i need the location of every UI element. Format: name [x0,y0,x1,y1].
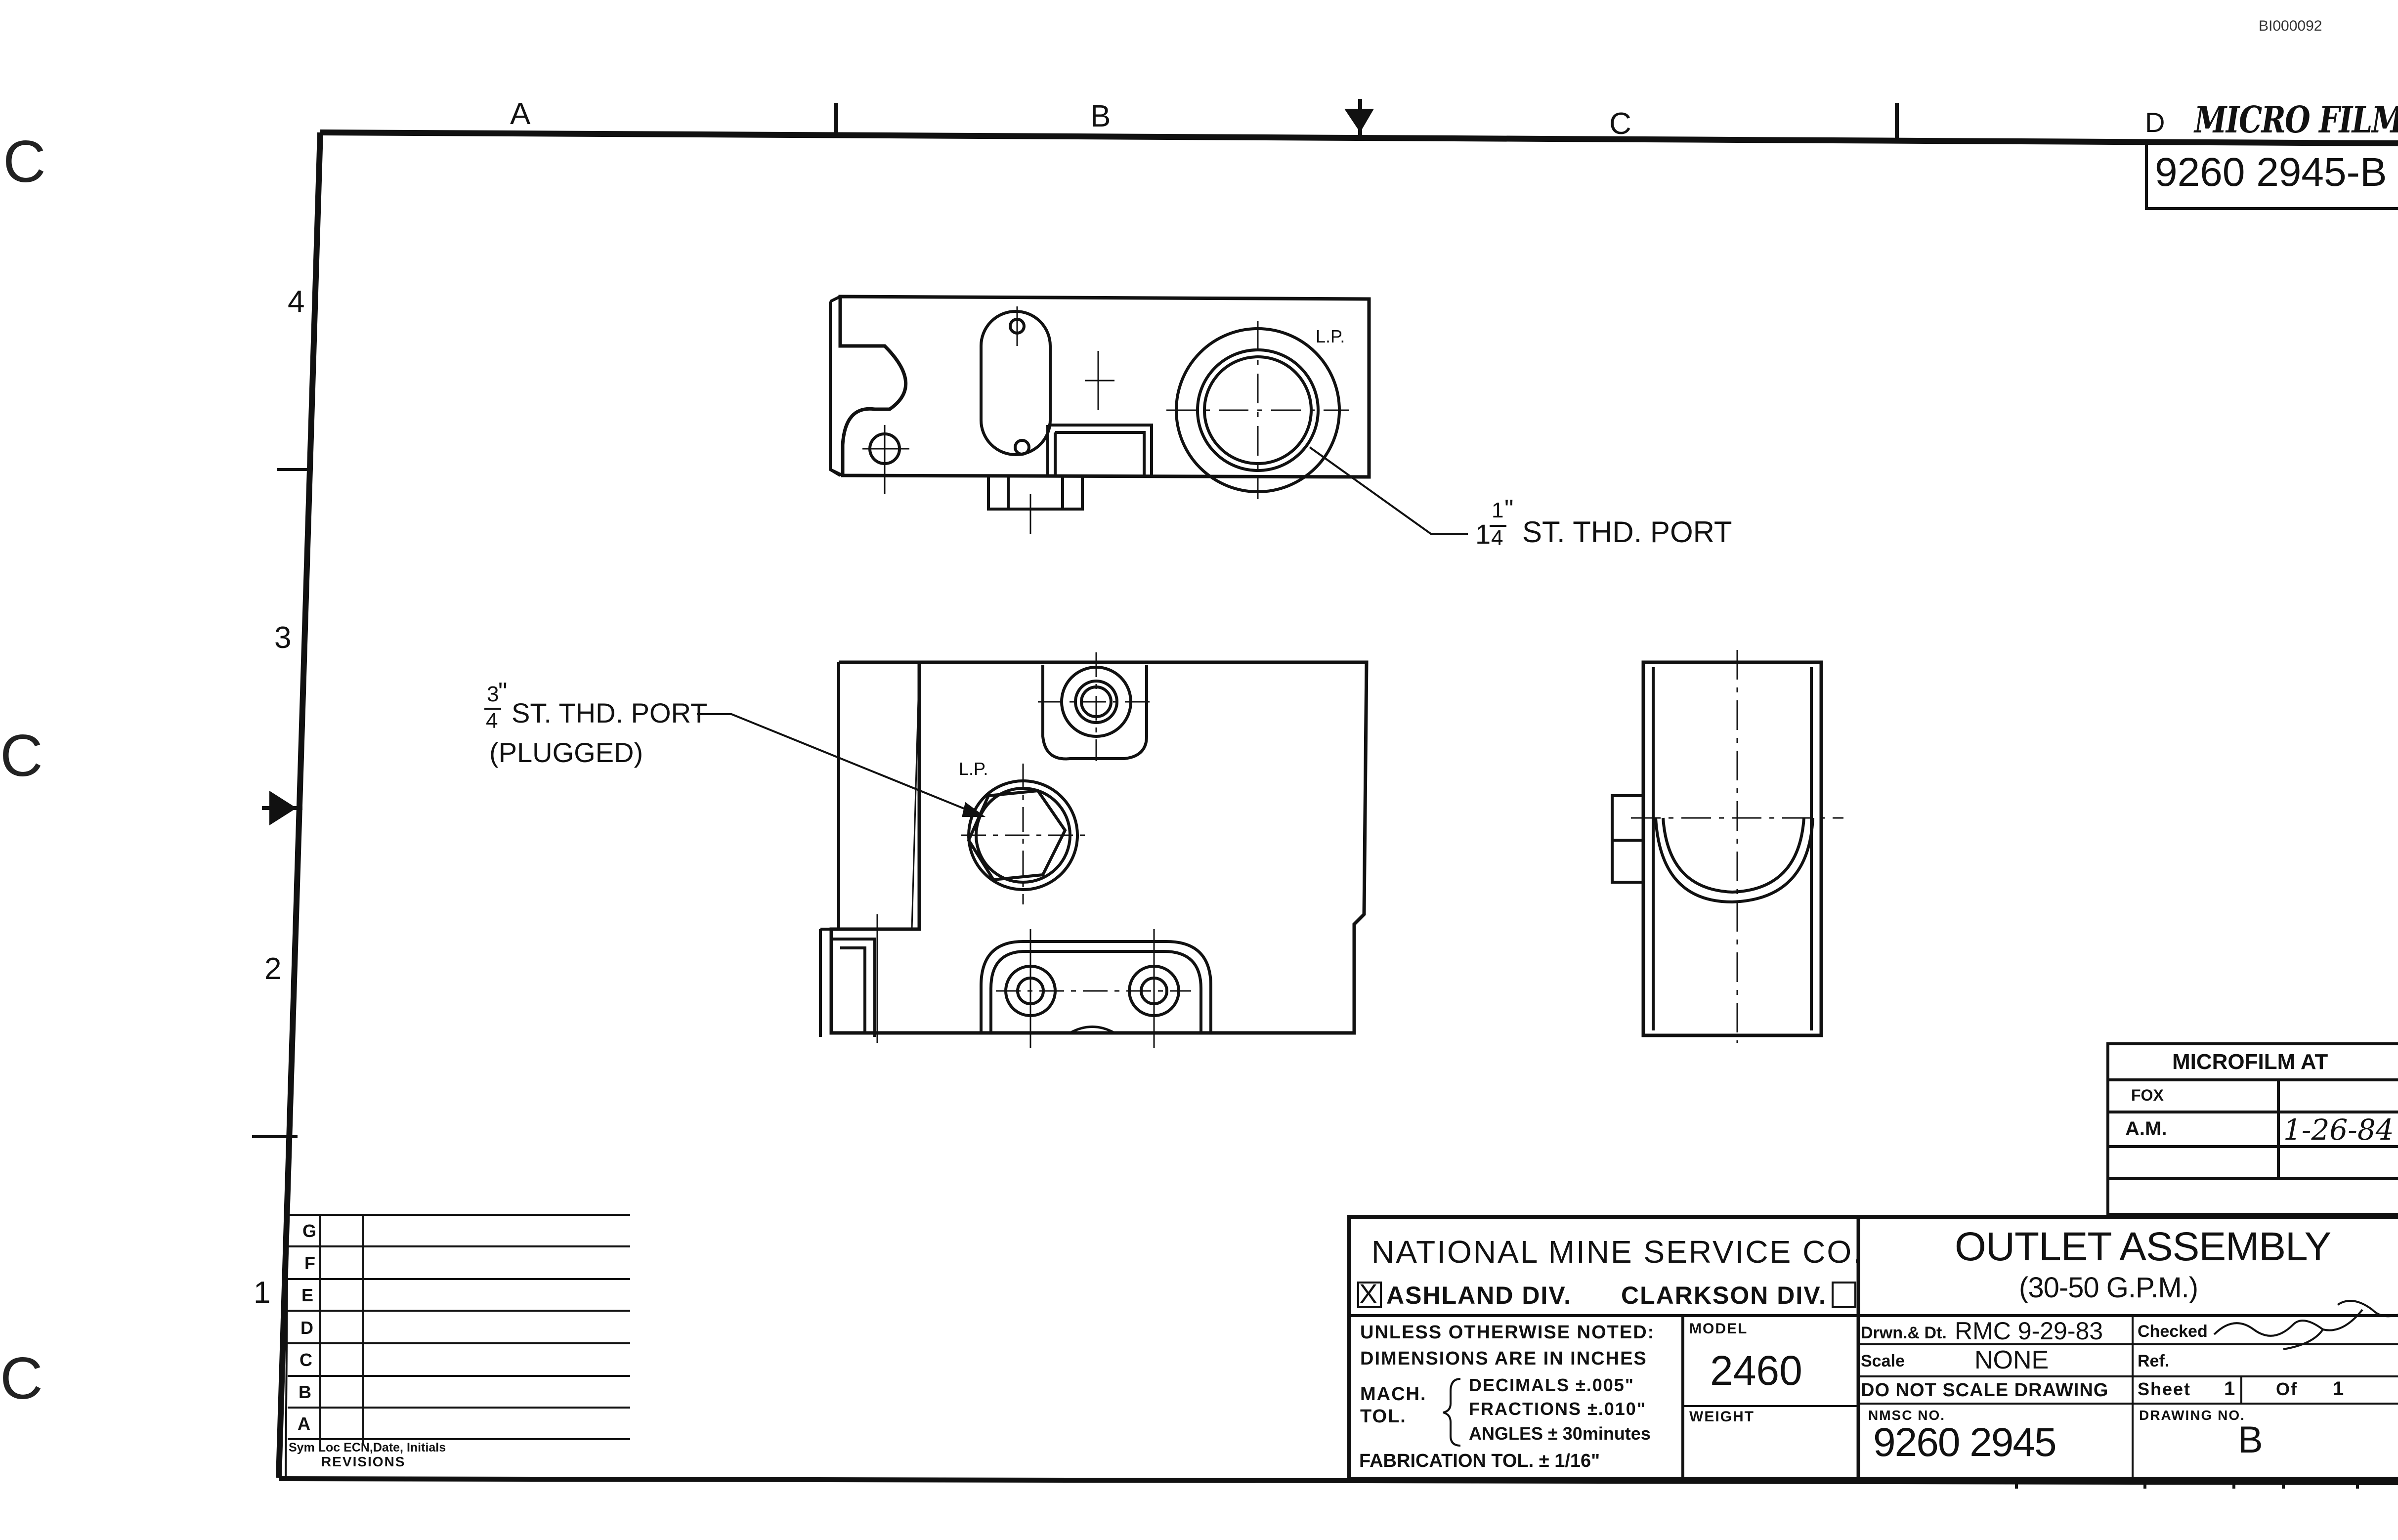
tolerance-decimals: DECIMALS ±.005" [1469,1375,1634,1395]
notes-line-2: DIMENSIONS ARE IN INCHES [1360,1348,1647,1369]
zone-column-d: D [2145,107,2165,138]
lp-label-front: L.P. [959,759,988,779]
tolerance-angles: ANGLES ± 30minutes [1469,1423,1651,1444]
revision-row-d: D [300,1318,314,1338]
microfilm-title: MICROFILM AT [2172,1050,2328,1074]
large-port-num: 1 [1492,498,1504,522]
model-label: MODEL [1689,1321,1748,1337]
drawing-subtitle: (30-50 G.P.M.) [2019,1272,2198,1304]
ashland-checkbox: X [1359,1278,1378,1309]
zone-row-2: 2 [264,952,282,986]
of-number: 1 [2333,1378,2345,1400]
model-number: 2460 [1710,1347,1802,1394]
nmsc-number: 9260 2945 [1873,1420,2057,1465]
drawing-number-label: DRAWING NO. [2139,1408,2245,1423]
drawn-label: Drwn.& Dt. [1861,1324,1947,1342]
weight-label: WEIGHT [1689,1409,1755,1425]
small-port-den: 4 [486,709,498,733]
mach-label: MACH. [1360,1384,1427,1405]
zone-row-4: 4 [288,285,305,319]
ref-label: Ref. [2138,1352,2170,1370]
document-id: BI000092 [2259,18,2322,34]
microfilm-date: 1-26-84 [2283,1113,2394,1147]
zone-column-c: C [1609,107,1631,141]
revision-row-g: G [302,1221,318,1241]
sheet-label: Sheet [2138,1379,2191,1399]
small-port-num: 3 [487,682,499,706]
zone-column-b: B [1090,99,1111,133]
microfilm-row-label-1: FOX [2131,1086,2164,1104]
large-port-label: ST. THD. PORT [1522,515,1732,549]
lp-label-top: L.P. [1316,326,1345,346]
revision-title: REVISIONS [321,1454,406,1469]
zone-column-a: A [510,97,531,131]
of-label: Of [2276,1379,2298,1399]
microfilm-row-label-2: A.M. [2125,1118,2167,1140]
nmsc-label: NMSC NO. [1868,1408,1945,1423]
zone-row-3: 3 [274,621,292,655]
left-edge-mark-2: C [0,723,43,789]
notes-line-1: UNLESS OTHERWISE NOTED: [1360,1322,1655,1343]
division-clarkson: CLARKSON DIV. [1621,1282,1827,1309]
tol-label: TOL. [1360,1406,1407,1427]
left-edge-mark-1: C [3,128,46,195]
checked-label: Checked [2138,1322,2208,1341]
zone-row-1: 1 [254,1276,271,1310]
small-port-note: (PLUGGED) [489,737,643,768]
small-port-inch: " [498,678,508,706]
revision-row-c: C [300,1350,313,1370]
no-scale-note: DO NOT SCALE DRAWING [1861,1380,2109,1401]
drawn-value: RMC 9-29-83 [1955,1317,2103,1345]
revision-header: Sym Loc ECN,Date, Initials [289,1441,446,1454]
revision-row-f: F [304,1253,316,1273]
revision-row-e: E [301,1285,315,1305]
large-port-inch: " [1504,495,1514,523]
left-edge-mark-3: C [0,1345,43,1412]
large-port-fraction-bar [1490,525,1506,527]
sheet-number: 1 [2224,1378,2236,1400]
large-port-den: 4 [1491,526,1503,550]
tolerance-fractions: FRACTIONS ±.010" [1469,1399,1646,1419]
drawing-number: B [2238,1419,2263,1461]
company-name: NATIONAL MINE SERVICE CO. [1371,1234,1863,1270]
microfilmed-stamp: MICRO FILMED [2194,99,2398,141]
drawing-title: OUTLET ASSEMBLY [1955,1224,2331,1269]
small-port-label: ST. THD. PORT [512,697,708,728]
revision-row-b: B [299,1382,312,1402]
scale-label: Scale [1861,1352,1905,1370]
large-port-whole: 1 [1475,518,1491,550]
corner-number: 9260 2945-B [2155,150,2387,195]
small-port-fraction-bar [484,708,501,710]
revision-row-a: A [298,1413,311,1434]
division-ashland: ASHLAND DIV. [1386,1282,1572,1309]
fabrication-tolerance: FABRICATION TOL. ± 1/16" [1359,1451,1600,1471]
scale-value: NONE [1974,1346,2049,1374]
